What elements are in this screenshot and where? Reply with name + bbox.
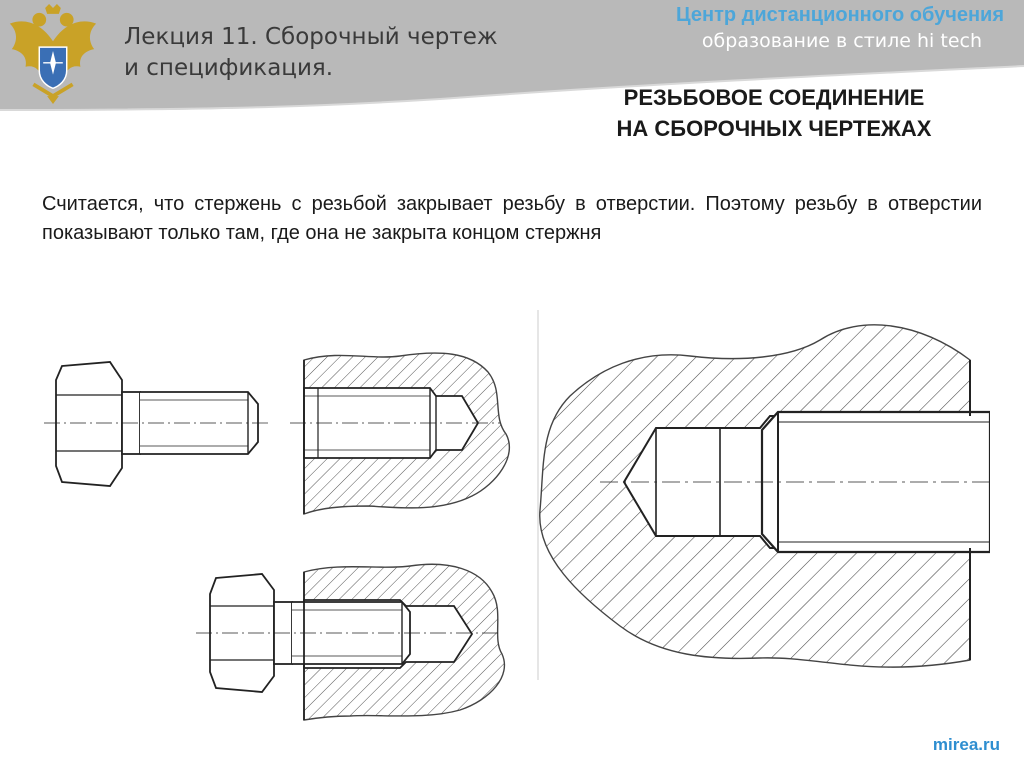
threaded-joint-drawing — [44, 310, 990, 721]
double-headed-eagle-emblem-icon — [9, 4, 97, 104]
lecture-title-line1: Лекция 11. Сборочный чертеж — [124, 24, 498, 50]
slide-heading-line2: НА СБОРОЧНЫХ ЧЕРТЕЖАХ — [616, 116, 932, 141]
assembled-joint-drawing — [196, 563, 506, 721]
header-band — [0, 0, 1024, 111]
enlarged-section-drawing — [539, 324, 990, 668]
slide-heading: РЕЗЬБОВОЕ СОЕДИНЕНИЕ НА СБОРОЧНЫХ ЧЕРТЕЖ… — [564, 82, 984, 144]
center-name: Центр дистанционного обучения — [676, 4, 1004, 26]
footer-site-link[interactable]: mirea.ru — [932, 735, 1000, 754]
bolt-drawing — [44, 361, 272, 487]
slide-heading-line1: РЕЗЬБОВОЕ СОЕДИНЕНИЕ — [623, 85, 925, 110]
lecture-title: Лекция 11. Сборочный чертеж и спецификац… — [124, 22, 504, 84]
center-slogan: образование в стиле hi tech — [701, 30, 982, 52]
threaded-hole-drawing — [290, 352, 511, 516]
lecture-title-line2: и спецификация. — [124, 55, 334, 81]
body-text: Считается, что стержень с резьбой закрыв… — [42, 193, 982, 244]
